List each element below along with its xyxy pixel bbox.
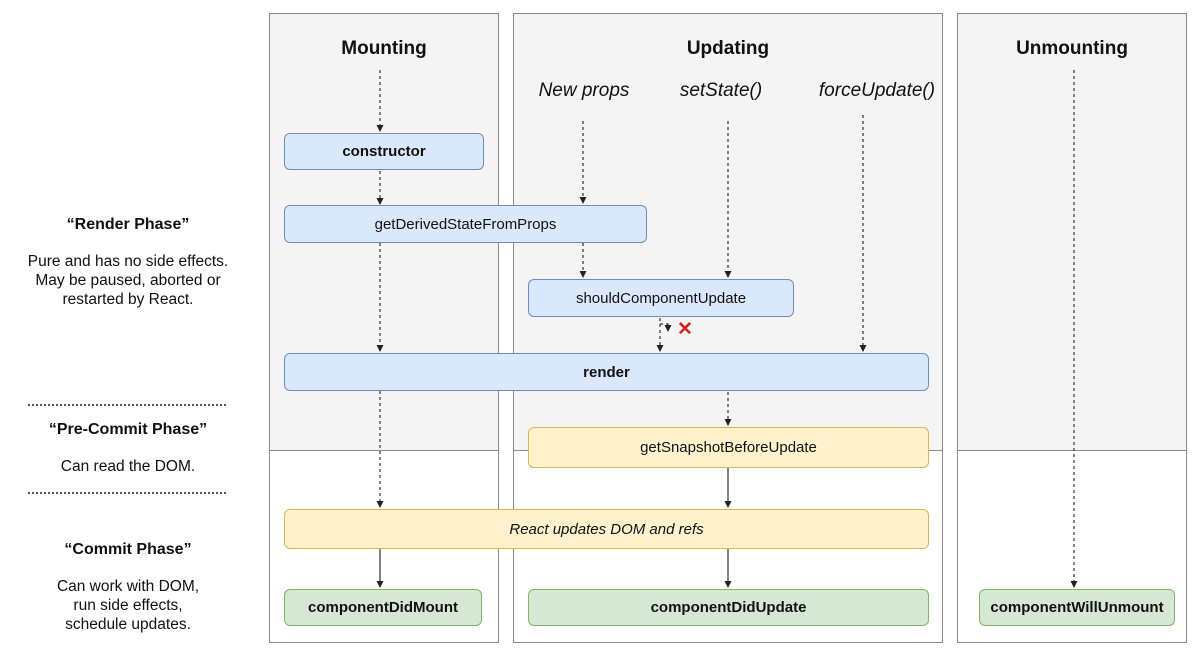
unmounting-column: Unmounting [957,13,1187,643]
constructor-label: constructor [342,143,426,160]
pre-commit-phase-title: “Pre-Commit Phase” [48,421,208,438]
commit-phase-line: Can work with DOM, [56,578,200,595]
trigger-set-state: setState() [679,80,763,101]
mounting-title: Mounting [341,38,427,59]
constructor-box: constructor [284,133,484,170]
component-did-update-label: componentDidUpdate [650,599,807,616]
commit-divider [270,450,498,451]
trigger-force-update: forceUpdate() [818,80,936,101]
cancel-x-icon: ✕ [677,319,693,340]
pre-commit-phase-description: “Pre-Commit Phase” Can read the DOM. [10,420,246,476]
component-did-update-box: componentDidUpdate [528,589,929,626]
render-phase-title: “Render Phase” [66,216,190,233]
component-will-unmount-label: componentWillUnmount [990,599,1164,616]
phase-separator [28,404,226,406]
render-phase-description: “Render Phase” Pure and has no side effe… [10,215,246,309]
get-derived-state-from-props-label: getDerivedStateFromProps [374,215,557,233]
phase-separator [28,492,226,494]
render-label: render [583,363,630,381]
commit-divider [958,450,1186,451]
commit-phase-title: “Commit Phase” [64,541,192,558]
component-will-unmount-box: componentWillUnmount [979,589,1175,626]
get-snapshot-before-update-label: getSnapshotBeforeUpdate [640,439,817,456]
trigger-new-props: New props [538,80,630,101]
render-box: render [284,353,929,391]
should-component-update-box: shouldComponentUpdate [528,279,794,317]
react-updates-dom-box: React updates DOM and refs [284,509,929,549]
get-snapshot-before-update-box: getSnapshotBeforeUpdate [528,427,929,468]
render-phase-line: May be paused, aborted or [35,272,221,289]
render-phase-line: Pure and has no side effects. [27,253,229,270]
commit-phase-line: schedule updates. [65,616,191,633]
should-component-update-label: shouldComponentUpdate [575,289,747,307]
component-did-mount-label: componentDidMount [308,599,458,616]
render-phase-line: restarted by React. [62,291,194,308]
updating-title: Updating [686,38,770,59]
commit-phase-line: run side effects, [73,597,183,614]
component-did-mount-box: componentDidMount [284,589,482,626]
pre-commit-phase-line: Can read the DOM. [60,458,196,475]
unmounting-title: Unmounting [1016,38,1128,59]
get-derived-state-from-props-box: getDerivedStateFromProps [284,205,647,243]
react-updates-dom-label: React updates DOM and refs [509,520,704,538]
render-phase-shading [958,14,1186,450]
commit-phase-description: “Commit Phase” Can work with DOM, run si… [10,540,246,634]
